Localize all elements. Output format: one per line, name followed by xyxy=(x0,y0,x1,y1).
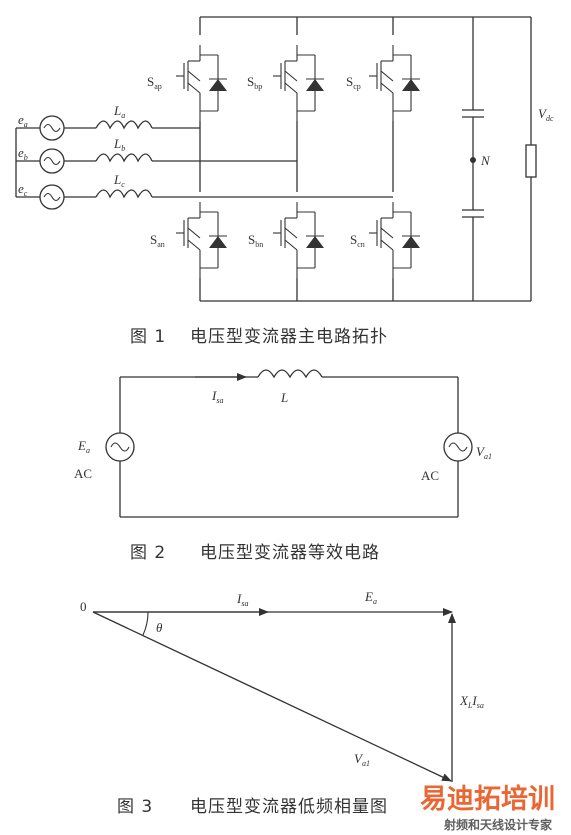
capacitor-branch xyxy=(462,17,484,301)
switch-an xyxy=(175,201,228,279)
fig3-caption-text: 电压型变流器低频相量图 xyxy=(190,797,388,817)
label-xl-isa: XLIsa xyxy=(459,693,484,710)
fig2-caption-number: 图 2 xyxy=(130,543,166,563)
label-lc: Lc xyxy=(113,172,125,189)
watermark: 易迪拓培训 射频和天线设计专家 xyxy=(420,784,555,832)
label-ac-left: AC xyxy=(74,466,92,481)
fig2-caption-text: 电压型变流器等效电路 xyxy=(200,543,380,563)
label-va1-sym: Va1 xyxy=(476,444,492,461)
fig1-diagram: ea eb ec La Lb Lc Sap Sbp Scp San Sbn Sc… xyxy=(15,16,554,347)
label-vdc: Vdc xyxy=(538,106,554,123)
label-san: San xyxy=(150,232,165,249)
leg-a xyxy=(175,17,228,301)
label-sbn: Sbn xyxy=(248,232,263,249)
switch-ap xyxy=(175,44,228,122)
leg-c xyxy=(368,17,421,301)
leg-b xyxy=(272,17,325,301)
label-ea-phasor: Ea xyxy=(364,589,377,606)
label-ea-sym: Ea xyxy=(77,438,90,455)
fig3-diagram: 0 θ Isa Ea XLIsa Va1 图 3 电压型变流器低频相量图 xyxy=(80,589,484,817)
label-ea: ea xyxy=(18,112,28,129)
label-la: La xyxy=(113,103,125,120)
switch-bn xyxy=(272,201,325,279)
label-origin: 0 xyxy=(80,599,87,614)
label-sap: Sap xyxy=(147,74,162,91)
fig1-caption-text: 电压型变流器主电路拓扑 xyxy=(190,327,388,347)
label-isa: Isa xyxy=(211,388,223,405)
dc-load-resistor xyxy=(525,17,537,301)
inductor-lc xyxy=(95,189,153,199)
label-ac-right: AC xyxy=(421,468,439,483)
inductor-la xyxy=(95,120,153,130)
label-lb: Lb xyxy=(113,136,125,153)
label-ec: ec xyxy=(18,181,28,198)
label-l: L xyxy=(280,390,288,405)
label-theta: θ xyxy=(156,620,163,635)
label-eb: eb xyxy=(18,145,28,162)
switch-cn xyxy=(368,201,421,279)
neutral-node xyxy=(470,157,476,163)
ac-inputs xyxy=(15,115,393,210)
switch-bp xyxy=(272,44,325,122)
watermark-subtitle: 射频和天线设计专家 xyxy=(443,817,553,832)
label-isa-phasor: Isa xyxy=(236,591,248,608)
label-scp: Scp xyxy=(346,74,361,91)
switch-cp xyxy=(368,44,421,122)
fig1-caption-number: 图 1 xyxy=(130,327,166,347)
fig2-diagram: Isa L Ea AC Va1 AC 图 2 电压型变流器等效电路 xyxy=(74,369,492,563)
label-scn: Scn xyxy=(350,232,365,249)
fig3-caption-number: 图 3 xyxy=(117,797,153,817)
inductor-lb xyxy=(95,153,153,163)
phasor-va1 xyxy=(92,611,452,782)
label-sbp: Sbp xyxy=(247,74,262,91)
angle-arc xyxy=(142,611,149,636)
label-va1-phasor: Va1 xyxy=(354,751,370,768)
label-neutral: N xyxy=(480,153,491,168)
watermark-title: 易迪拓培训 xyxy=(420,784,555,815)
inductor-l xyxy=(257,369,323,379)
